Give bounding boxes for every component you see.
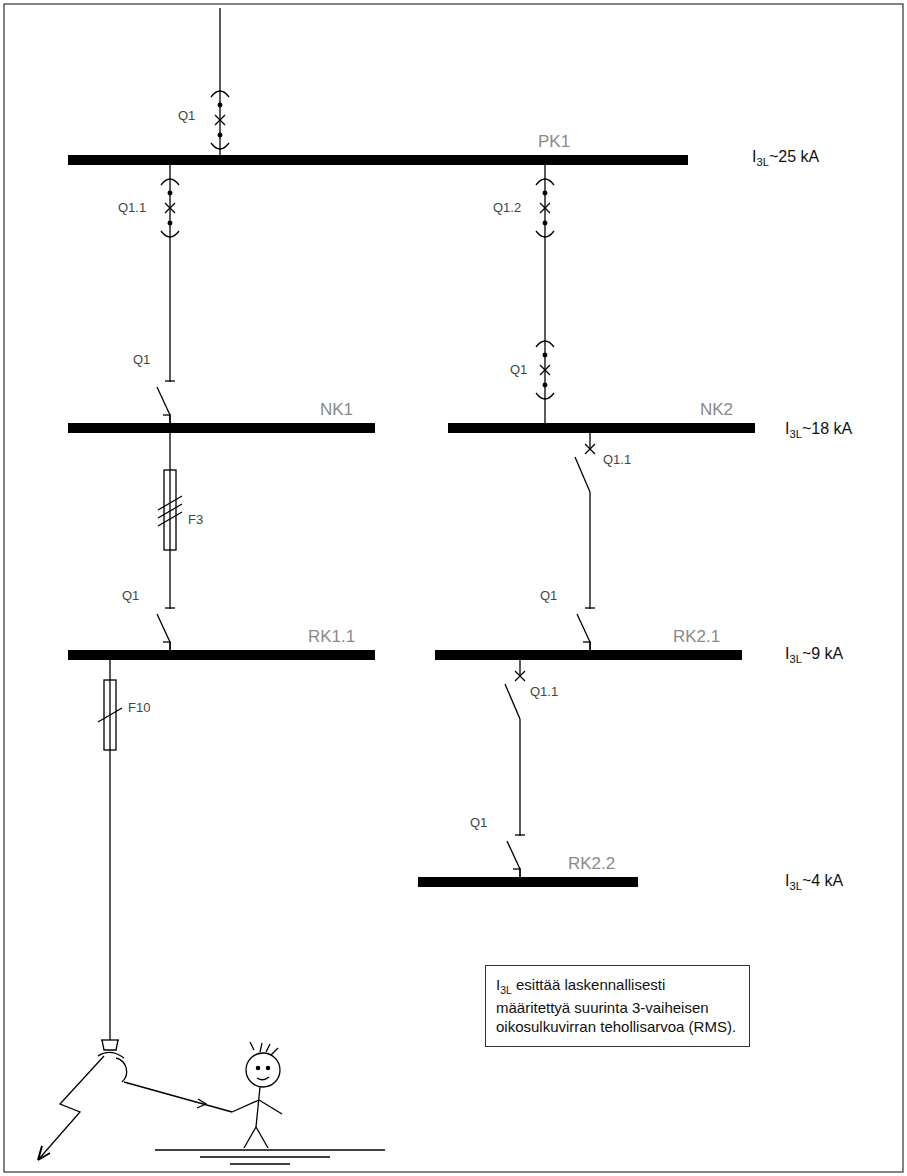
busbar: RK1.1 <box>68 650 375 660</box>
busbar: PK1 <box>68 155 688 165</box>
short-circuit-current: I3L~18 kA <box>785 420 852 440</box>
device-label: Q1 <box>470 815 487 830</box>
short-circuit-current: I3L~4 kA <box>785 872 843 892</box>
bus-name: RK1.1 <box>308 627 355 647</box>
device-label: Q1 <box>178 108 195 123</box>
device-label: Q1 <box>540 588 557 603</box>
device-label: Q1 <box>510 362 527 377</box>
device-label: Q1.1 <box>530 684 558 699</box>
bus-name: NK1 <box>320 400 353 420</box>
bus-name: RK2.1 <box>673 627 720 647</box>
note-text: I3L esittää laskennallisesti määritettyä… <box>496 975 739 1037</box>
device-label: Q1.2 <box>493 200 521 215</box>
busbar: RK2.1 <box>435 650 742 660</box>
note-box: I3L esittää laskennallisesti määritettyä… <box>485 965 750 1047</box>
device-label: Q1.1 <box>118 200 146 215</box>
device-label: Q1 <box>122 588 139 603</box>
busbar: RK2.2 <box>418 877 638 887</box>
device-label: F3 <box>188 512 203 527</box>
busbar: NK1 <box>68 423 375 433</box>
device-label: F10 <box>128 700 150 715</box>
bus-name: NK2 <box>700 400 733 420</box>
bus-name: RK2.2 <box>568 854 615 874</box>
device-label: Q1 <box>133 352 150 367</box>
short-circuit-current: I3L~9 kA <box>785 645 843 665</box>
device-label: Q1.1 <box>603 452 631 467</box>
bus-name: PK1 <box>538 132 570 152</box>
busbar: NK2 <box>448 423 755 433</box>
short-circuit-current: I3L~25 kA <box>752 148 819 168</box>
